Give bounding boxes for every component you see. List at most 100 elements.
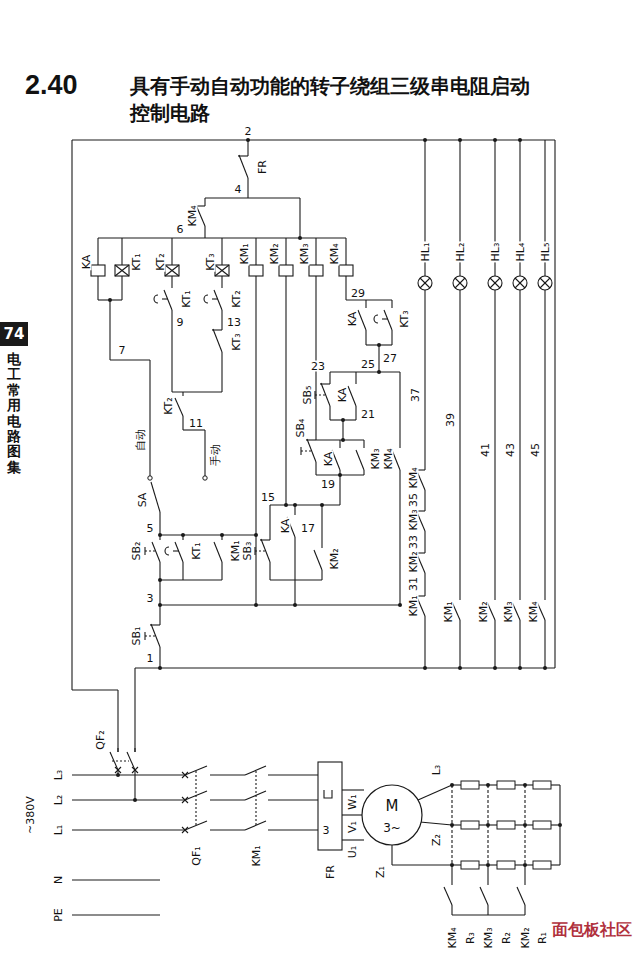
lamp-cross (455, 278, 465, 288)
resistor-symbol (497, 861, 515, 869)
circuit-label: KM₂ (408, 550, 419, 573)
contact-stop (320, 383, 330, 384)
timer-cross (115, 265, 129, 276)
contact-stop (238, 155, 248, 156)
circuit-label: KM₁ (443, 600, 454, 623)
circuit-label: 29 (350, 288, 366, 299)
circuit-label: SB₂ (131, 541, 142, 562)
circuit-label: 1 (146, 653, 155, 664)
resistor-symbol (461, 781, 479, 789)
wire (391, 330, 392, 345)
circuit-label: KT₃ (231, 332, 242, 352)
wire (210, 774, 245, 775)
contact-blade (261, 539, 270, 562)
lamp-cross (515, 278, 525, 288)
wire (160, 534, 256, 535)
wire (342, 789, 364, 790)
pushbutton-head (314, 391, 315, 399)
circuit-label: KM₄ (383, 447, 394, 470)
lamp-cross (420, 278, 430, 288)
wire (554, 140, 555, 668)
coil-symbol (249, 265, 263, 276)
breaker-blade (185, 821, 207, 830)
wire (285, 276, 286, 505)
wire (72, 139, 555, 140)
timer-cross (215, 265, 229, 276)
junction-dot (518, 138, 522, 142)
junction-dot (158, 666, 162, 670)
wire (221, 310, 222, 330)
wire (420, 822, 452, 825)
wire (391, 300, 392, 308)
circuit-label: KM₄ (408, 466, 419, 489)
page-tab: 74 (0, 322, 28, 346)
wire (424, 616, 425, 668)
circuit-label: KA (347, 311, 358, 328)
selector-blade (151, 482, 160, 512)
coil-symbol (309, 265, 323, 276)
wire (72, 829, 185, 830)
pushbutton-head (254, 547, 255, 555)
junction-dot (558, 823, 562, 827)
pushbutton-head (300, 447, 301, 455)
contact-blade (151, 624, 160, 647)
junction-dot (181, 533, 185, 537)
junction-dot (523, 783, 527, 787)
junction-dot (423, 138, 427, 142)
wire (459, 290, 460, 600)
wire (255, 276, 256, 605)
circuit-label: SB₅ (302, 385, 313, 406)
wire (134, 668, 135, 752)
wire (255, 238, 256, 265)
wire (270, 504, 340, 505)
wire (204, 430, 205, 478)
junction-dot (523, 863, 527, 867)
circuit-label: KM₄ (447, 926, 458, 949)
wire (399, 372, 400, 448)
wire (399, 470, 400, 605)
contact-blade (152, 542, 160, 562)
contact-blade (175, 398, 183, 416)
wire (221, 238, 222, 265)
contact-blade (214, 542, 222, 562)
wire (109, 300, 110, 360)
wire (182, 416, 183, 430)
wire (121, 238, 122, 265)
wire (342, 839, 364, 840)
junction-dot (486, 823, 490, 827)
thermal-relay-box (318, 762, 342, 850)
junction-dot (293, 603, 297, 607)
wire (321, 570, 322, 580)
timer-arc (165, 547, 169, 555)
junction-dot (450, 823, 454, 827)
wire (160, 604, 400, 605)
heater-symbol (324, 790, 332, 798)
circuit-label: R₃ (465, 931, 476, 945)
circuit-label: KM₄ (187, 204, 198, 227)
circuit-label: 23 (310, 361, 326, 372)
circuit-label: SB₄ (295, 418, 306, 439)
circuit-label: KA (337, 387, 348, 404)
wire (339, 440, 340, 448)
circuit-label: KM₂ (478, 600, 489, 623)
lamp-cross (420, 278, 430, 288)
wire (171, 310, 172, 392)
circuit-label: 3 (146, 593, 155, 604)
wire (268, 829, 318, 830)
wire (121, 276, 122, 300)
contact-blade (175, 542, 183, 562)
junction-dot (341, 438, 345, 442)
timer-cross (115, 265, 129, 276)
circuit-label: 11 (188, 418, 204, 429)
circuit-label: KM₂ (329, 547, 340, 570)
lamp-cross (455, 278, 465, 288)
book-title: 电工常用电路图集 (7, 352, 21, 475)
junction-dot (486, 863, 490, 867)
wire (355, 406, 356, 420)
junction-dot (493, 666, 497, 670)
resistor-symbol (461, 821, 479, 829)
circuit-label: 33 (408, 534, 419, 550)
wire (71, 140, 72, 690)
circuit-label: KT₂ (231, 289, 242, 309)
circuit-label: 17 (300, 523, 316, 534)
